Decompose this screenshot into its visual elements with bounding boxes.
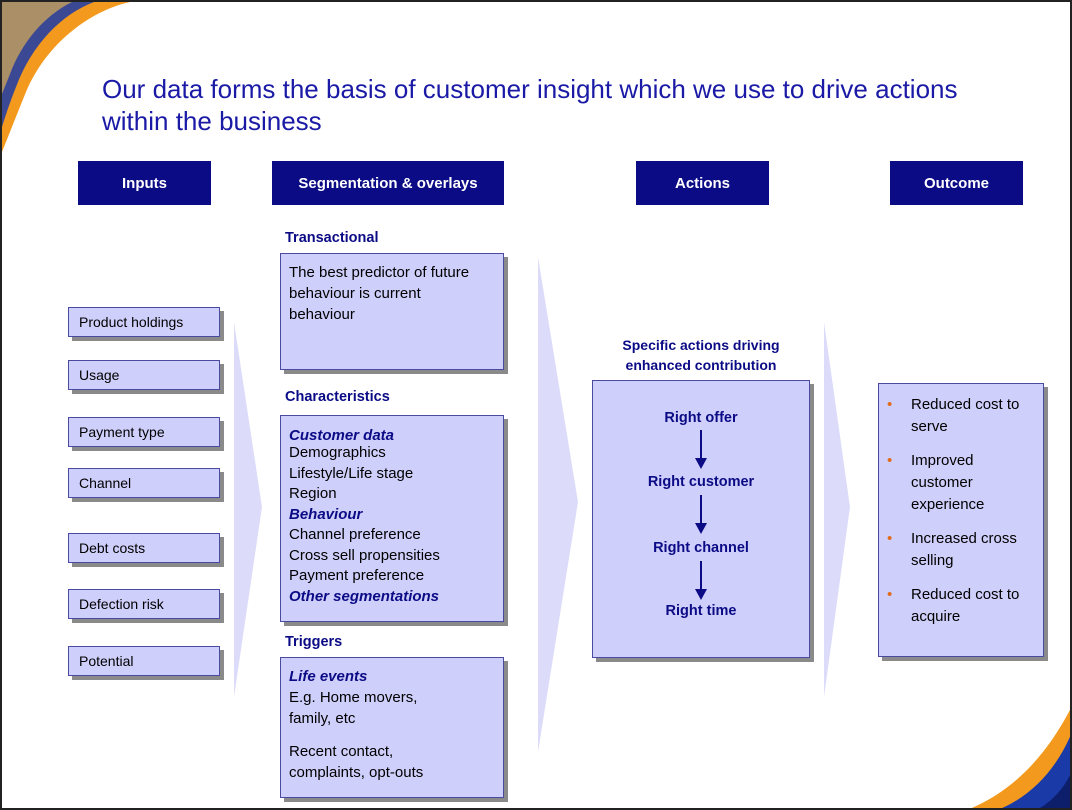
header-segmentation: Segmentation & overlays [272, 161, 504, 205]
arrow-down-icon [695, 495, 707, 534]
characteristics-box: Customer data Demographics Lifestyle/Lif… [280, 415, 504, 622]
outcome-line: serve [911, 418, 948, 435]
characteristic-item: Region [289, 485, 337, 502]
characteristic-item: Cross sell propensities [289, 546, 440, 564]
slide-title: Our data forms the basis of customer ins… [102, 74, 958, 136]
outcome-item: • Reduced cost to serve [887, 394, 1037, 438]
outcome-item: • Increased cross selling [887, 528, 1037, 572]
bullet-icon: • [887, 396, 893, 413]
trigger-item: complaints, opt-outs [289, 764, 424, 781]
outcome-line: experience [911, 496, 985, 513]
header-outcome: Outcome [890, 161, 1023, 205]
actions-heading-line: enhanced contribution [625, 357, 777, 373]
outcome-box: • Reduced cost to serve • Improved custo… [878, 383, 1044, 657]
transactional-line: The best predictor of future [289, 264, 470, 281]
input-channel: Channel [68, 468, 220, 498]
flow-arrow-inputs [234, 322, 262, 697]
life-events-heading: Life events [289, 668, 368, 685]
behaviour-heading: Behaviour [289, 505, 363, 523]
actions-heading: Specific actions driving enhanced contri… [592, 335, 810, 375]
characteristic-item: Payment preference [289, 567, 425, 584]
transactional-line: behaviour [289, 306, 355, 323]
arrow-down-icon [695, 430, 707, 469]
transactional-label: Transactional [285, 230, 379, 246]
bullet-icon: • [887, 586, 893, 603]
actions-heading-line: Specific actions driving [622, 337, 780, 353]
outcome-line: customer [911, 474, 973, 491]
transactional-line: behaviour is current [289, 285, 421, 302]
transactional-box: The best predictor of future behaviour i… [280, 253, 504, 370]
outcome-item: • Improved customer experience [887, 450, 1037, 516]
action-right-time: Right time [665, 603, 737, 619]
flow-arrow-actions [824, 322, 850, 697]
customer-data-heading: Customer data [289, 427, 395, 444]
triggers-box: Life events E.g. Home movers, family, et… [280, 657, 504, 798]
outcome-line: acquire [911, 608, 961, 625]
trigger-item: family, etc [289, 710, 356, 727]
trigger-item: Recent contact, [289, 743, 394, 760]
corner-swoosh-bottom-right [971, 709, 1070, 808]
characteristic-item: Demographics [289, 444, 386, 461]
outcome-line: Reduced cost to [911, 396, 1020, 413]
corner-swoosh-top-left [2, 2, 130, 152]
triggers-label: Triggers [285, 634, 343, 650]
header-inputs: Inputs [78, 161, 211, 205]
outcome-line: selling [911, 552, 954, 569]
action-right-channel: Right channel [653, 540, 749, 556]
input-usage: Usage [68, 360, 220, 390]
input-defection-risk: Defection risk [68, 589, 220, 619]
trigger-spacer [289, 729, 503, 741]
flow-arrow-segmentation [538, 257, 578, 752]
trigger-item: E.g. Home movers, [289, 689, 418, 706]
input-debt-costs: Debt costs [68, 533, 220, 563]
input-payment-type: Payment type [68, 417, 220, 447]
outcome-item: • Reduced cost to acquire [887, 584, 1037, 628]
characteristic-item: Lifestyle/Life stage [289, 464, 414, 482]
arrow-down-icon [695, 561, 707, 600]
bullet-icon: • [887, 452, 893, 469]
characteristics-label: Characteristics [285, 389, 390, 405]
bullet-icon: • [887, 530, 893, 547]
action-right-customer: Right customer [647, 474, 755, 490]
outcome-line: Increased cross [911, 530, 1017, 547]
input-potential: Potential [68, 646, 220, 676]
characteristic-item: Channel preference [289, 526, 421, 543]
action-right-offer: Right offer [664, 410, 738, 426]
other-segmentations-heading: Other segmentations [289, 587, 440, 605]
input-product-holdings: Product holdings [68, 307, 220, 337]
outcome-line: Improved [911, 452, 974, 469]
header-actions: Actions [636, 161, 769, 205]
outcome-list: • Reduced cost to serve • Improved custo… [879, 384, 1043, 628]
outcome-line: Reduced cost to [911, 586, 1020, 603]
